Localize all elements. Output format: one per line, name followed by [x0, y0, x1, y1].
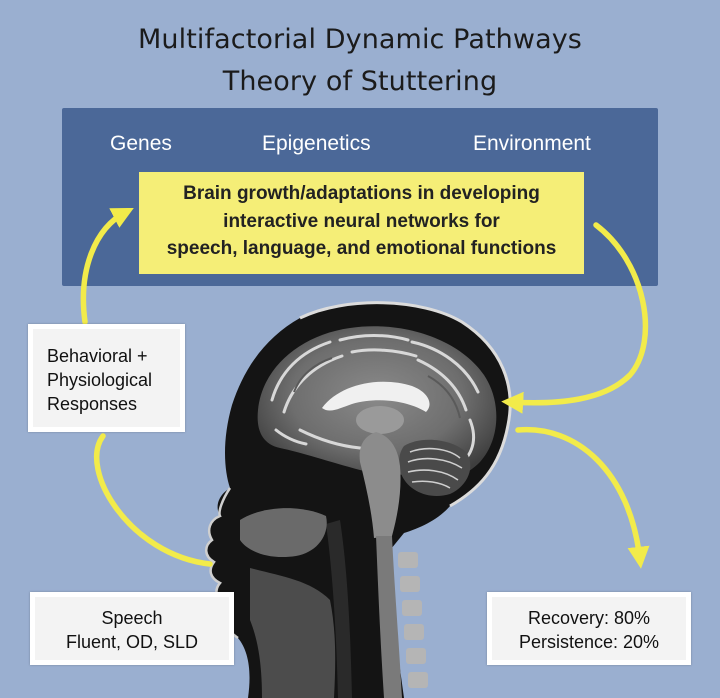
diagram-title-line-1: Multifactorial Dynamic Pathways	[138, 24, 582, 55]
arrow-head-to-outcome	[515, 426, 650, 569]
factor-environment: Environment	[473, 132, 591, 155]
brain-development-line: speech, language, and emotional function…	[166, 238, 557, 259]
speech-line: Speech	[101, 608, 163, 628]
behavioral-responses-box: Behavioral + Physiological Responses	[28, 324, 185, 432]
behavioral-responses-line: Behavioral +	[47, 346, 148, 366]
arrow-behavior-to-brain	[80, 207, 134, 325]
brain-development-box: Brain growth/adaptations in developing i…	[139, 172, 584, 274]
behavioral-responses-line: Physiological	[47, 370, 153, 390]
behavioral-responses-line: Responses	[47, 394, 138, 414]
arrow-speech-to-behavior	[94, 433, 213, 567]
factor-genes: Genes	[110, 132, 172, 155]
brain-development-line: Brain growth/adaptations in developing	[183, 183, 540, 204]
factor-epigenetics: Epigenetics	[262, 132, 371, 155]
outcome-box: Recovery: 80% Persistence: 20%	[487, 592, 691, 665]
arrow-brain-to-head	[501, 222, 649, 414]
recovery-rate: Recovery: 80%	[527, 608, 651, 628]
speech-line: Fluent, OD, SLD	[65, 632, 199, 652]
brain-development-line: interactive neural networks for	[223, 210, 500, 232]
brain-mri-image	[205, 301, 512, 698]
diagram-title-line-2: Theory of Stuttering	[222, 66, 498, 97]
persistence-rate: Persistence: 20%	[518, 632, 660, 652]
speech-box: Speech Fluent, OD, SLD	[30, 592, 234, 665]
